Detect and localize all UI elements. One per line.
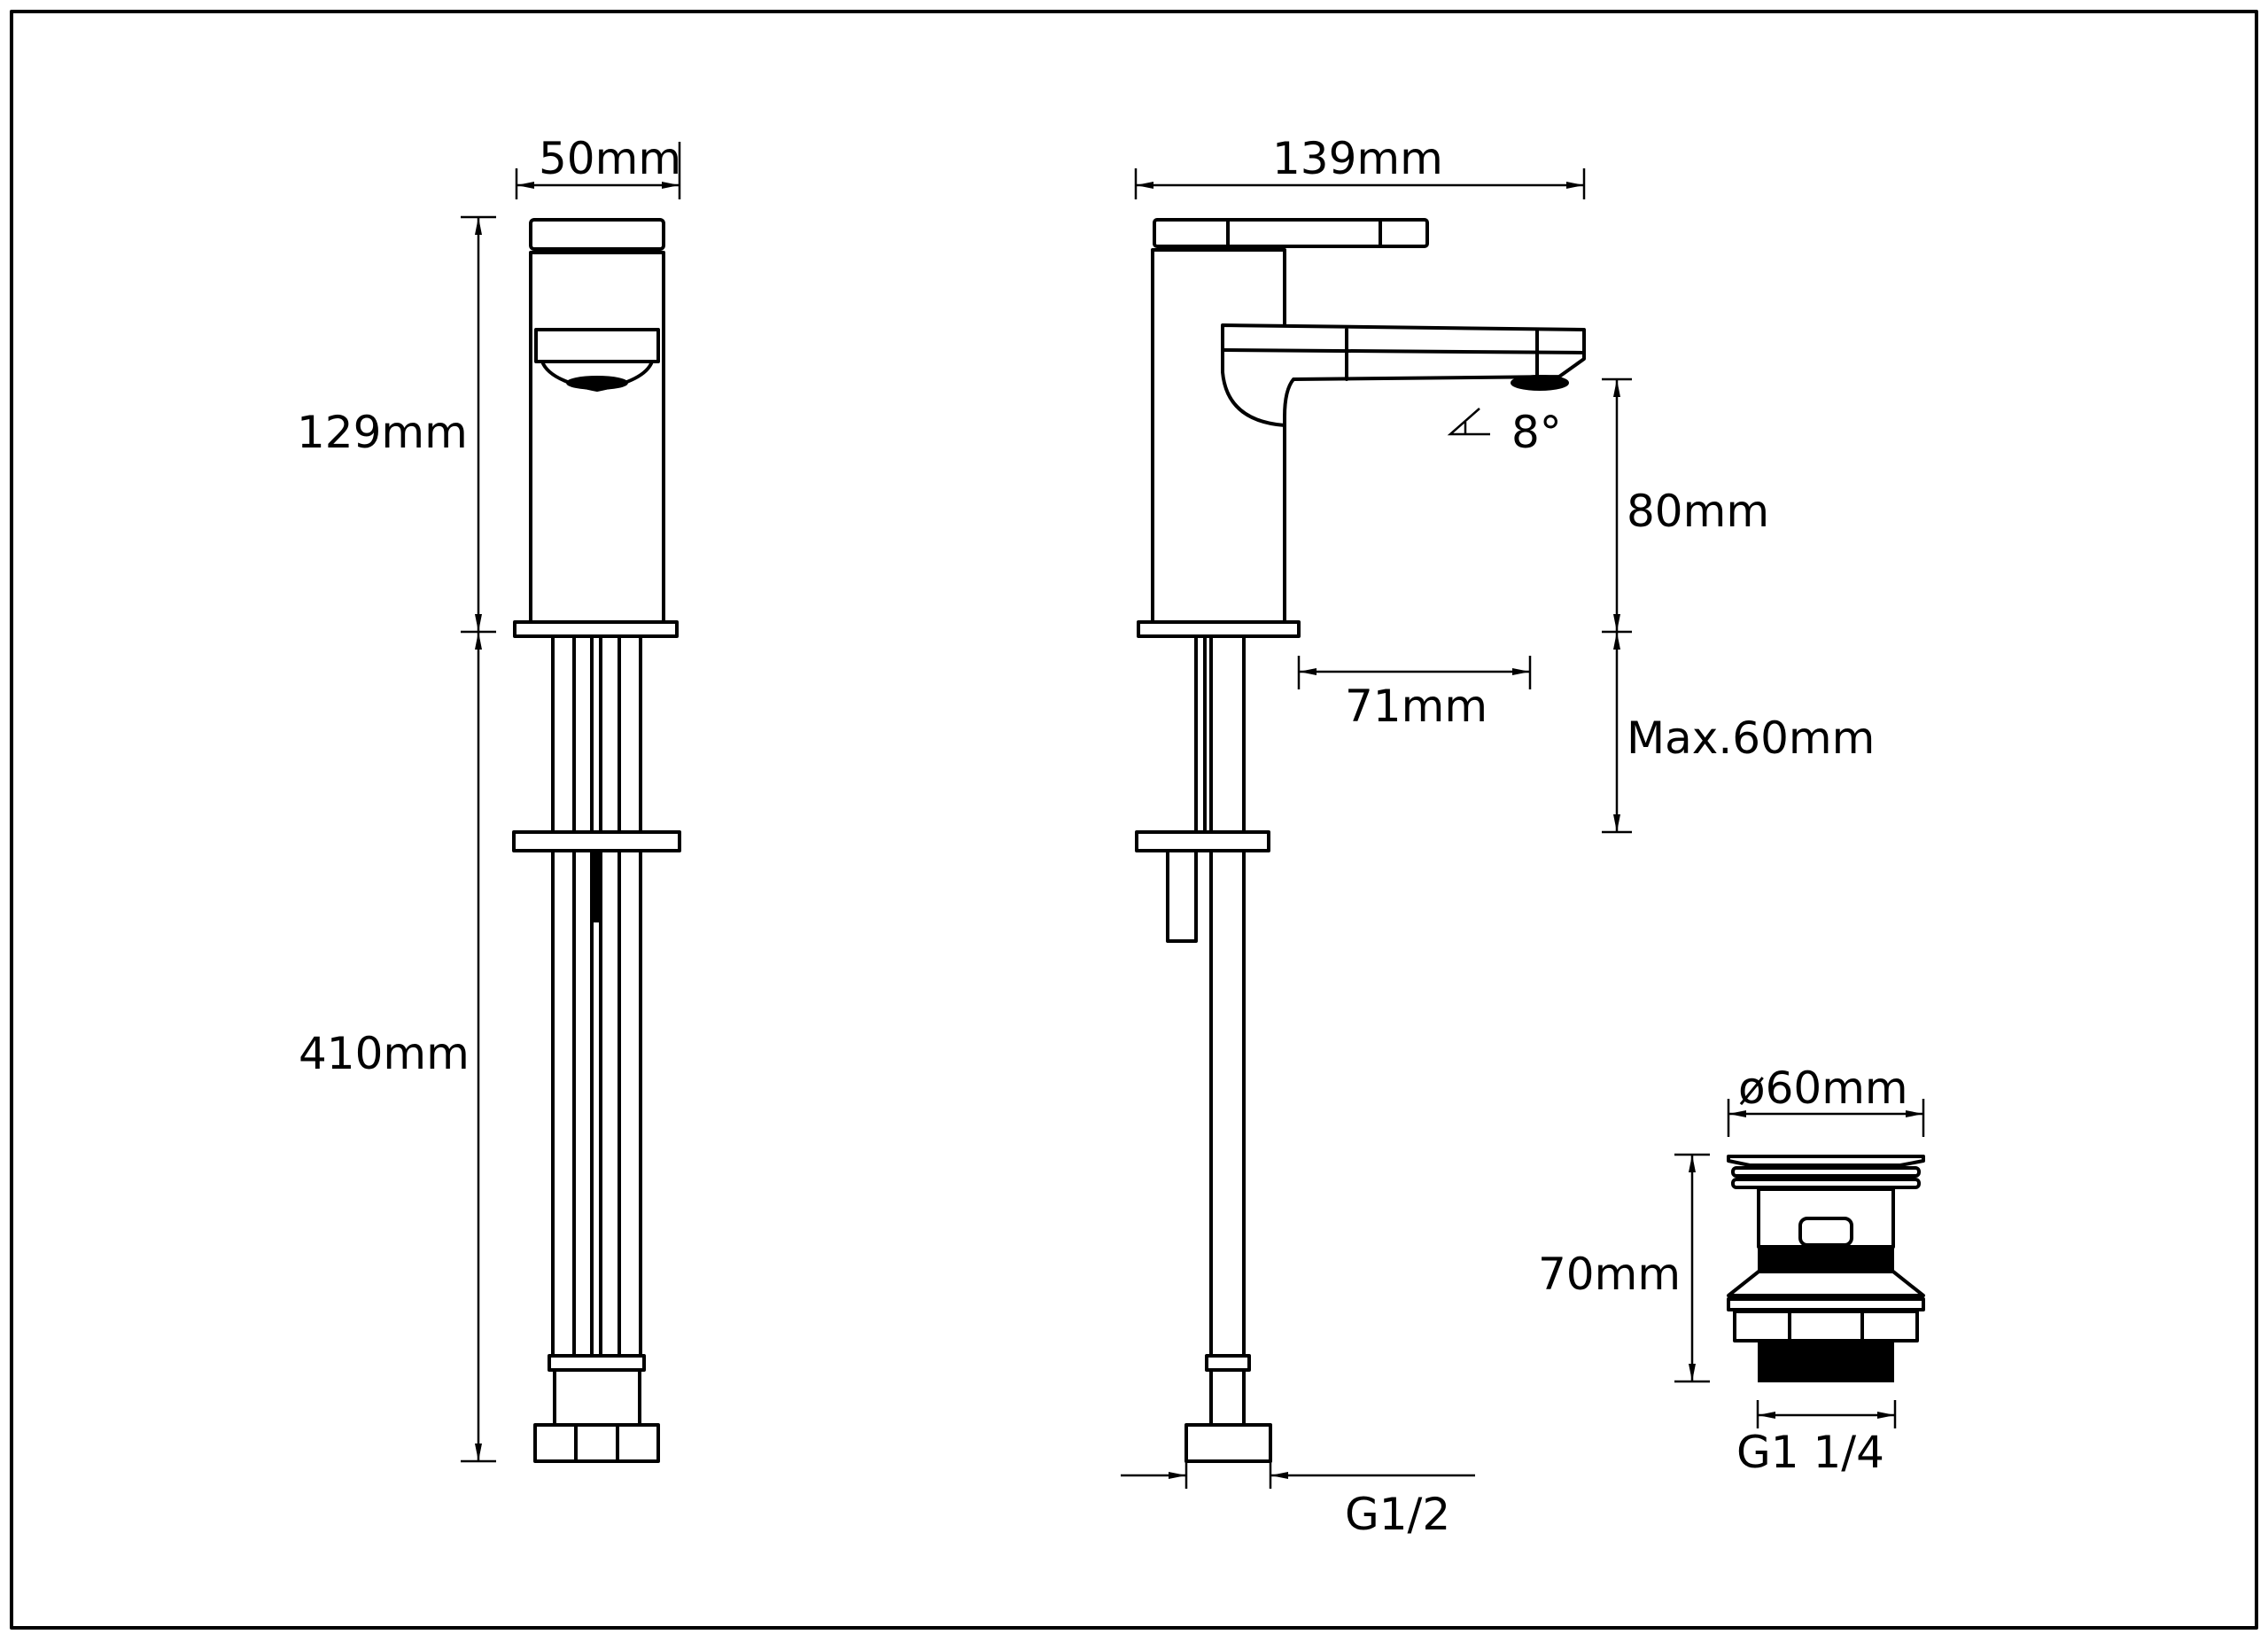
diameter-label: ø60mm (1738, 1062, 1908, 1114)
fixing-clamp (1135, 830, 1270, 852)
body (1151, 248, 1286, 624)
dim-diameter: ø60mm (1727, 1062, 1925, 1137)
side-view: 139mm G1/2 (1121, 133, 1875, 1540)
faucet-front (512, 218, 681, 1463)
base-plate (513, 620, 679, 638)
overflow-slot (1798, 1217, 1853, 1247)
hose-nut (1184, 1423, 1272, 1463)
body (529, 251, 665, 624)
dim-reach-71: 71mm (1297, 656, 1532, 732)
front-view: 50mm 1 (297, 133, 681, 1463)
waste-height-label: 70mm (1538, 1249, 1681, 1300)
waste-view: ø60mm 70mm G1 1/4 (1538, 1062, 1925, 1478)
aerator (1511, 375, 1569, 391)
thread-label: G1 1/4 (1736, 1427, 1884, 1478)
hose-length-label: 410mm (299, 1028, 470, 1079)
dim-connection: G1/2 (1121, 1461, 1475, 1540)
angle-annotation: 8° (1447, 407, 1562, 458)
max-deck-label: Max.60mm (1627, 712, 1875, 764)
spout-reach-label: 71mm (1345, 681, 1487, 732)
drawing-border (10, 10, 2258, 1630)
dim-width-50: 50mm (515, 133, 681, 199)
spout-angle-label: 8° (1511, 407, 1562, 458)
body-height-label: 129mm (297, 407, 468, 458)
hose-nuts (533, 1423, 660, 1463)
dim-height-front: 129mm 410mm (297, 215, 496, 1463)
spout-height-label: 80mm (1627, 486, 1769, 537)
lever-handle (1153, 218, 1429, 248)
angle-icon (1447, 408, 1490, 436)
waste-body (1727, 1155, 1925, 1382)
fixing-clamp (512, 830, 681, 852)
dim-thread: G1 1/4 (1736, 1400, 1897, 1478)
faucet-side (1135, 218, 1586, 1463)
waste-cap (1727, 1155, 1925, 1167)
connection-label: G1/2 (1345, 1489, 1450, 1540)
width-label: 50mm (539, 133, 681, 184)
handle (529, 218, 665, 251)
thread (1758, 1340, 1894, 1382)
base-plate (1137, 620, 1301, 638)
total-length-label: 139mm (1272, 133, 1443, 184)
dim-vertical-right: 80mm Max.60mm (1602, 377, 1875, 834)
dim-waste-height: 70mm (1538, 1153, 1710, 1383)
dim-length-139: 139mm (1134, 133, 1586, 199)
threaded-rod (1166, 849, 1198, 943)
